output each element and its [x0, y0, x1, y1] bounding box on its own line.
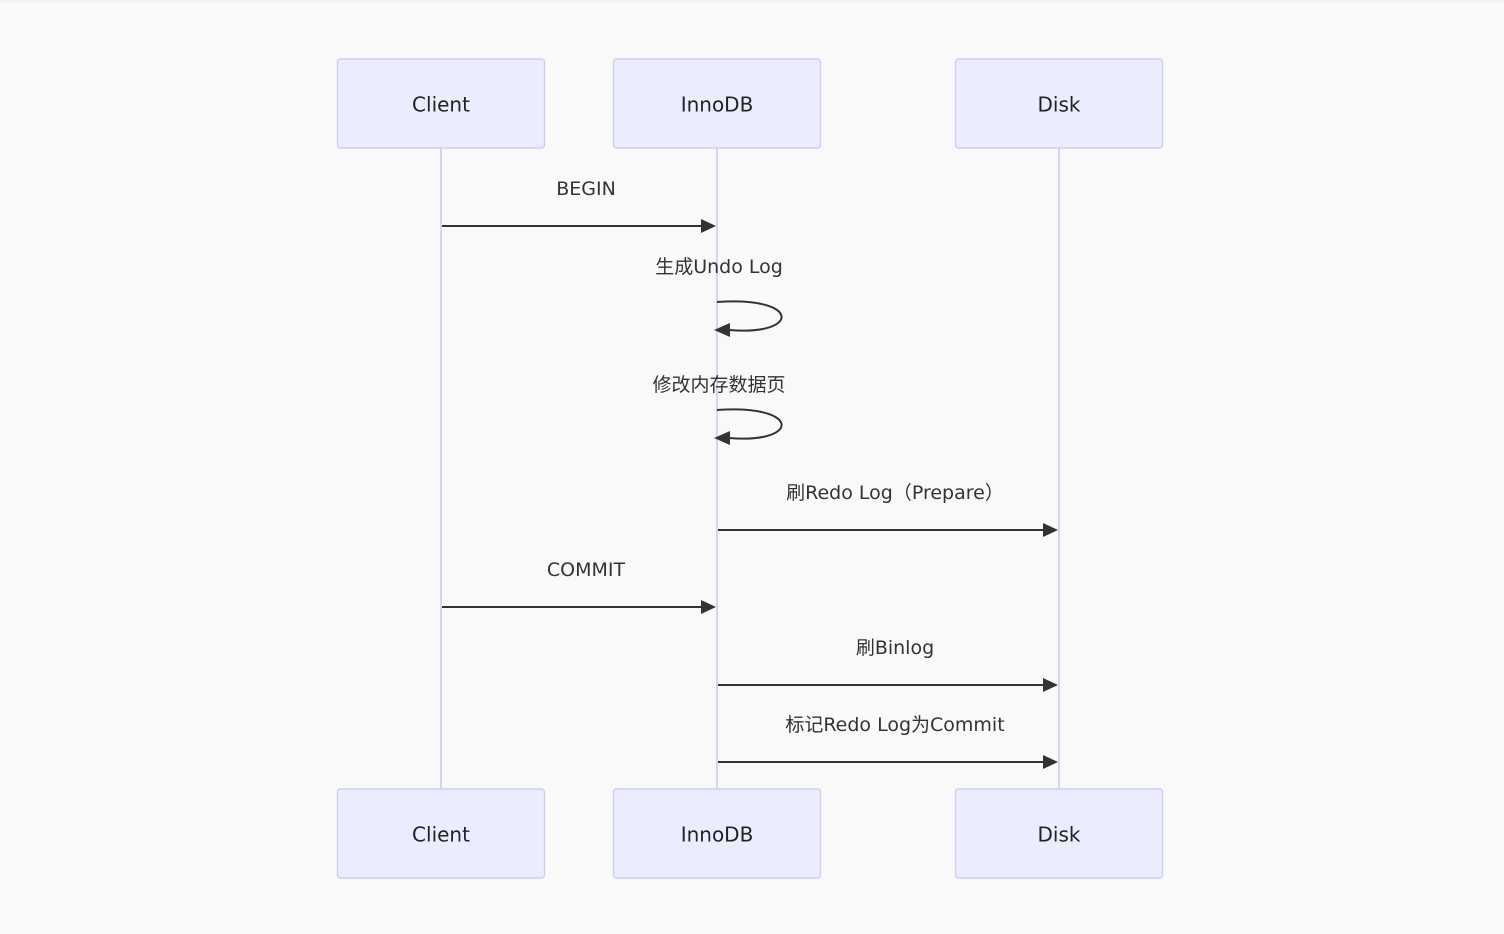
arrowhead — [1043, 523, 1058, 537]
actor-client-top: Client — [336, 58, 546, 149]
actor-box — [336, 788, 546, 879]
message-6: 刷Binlog — [718, 637, 1058, 692]
actor-label: InnoDB — [681, 823, 754, 847]
actor-client-bottom: Client — [336, 788, 546, 879]
arrowhead — [1043, 755, 1058, 769]
actor-label: InnoDB — [681, 93, 754, 117]
actor-label: Disk — [1038, 823, 1081, 847]
message-label: 修改内存数据页 — [652, 374, 785, 396]
actor-innodb-top: InnoDB — [612, 58, 822, 149]
actor-disk-bottom: Disk — [954, 788, 1164, 879]
message-4: 刷Redo Log（Prepare） — [718, 482, 1058, 537]
actor-label: Disk — [1038, 93, 1081, 117]
actor-box — [336, 58, 546, 149]
message-7: 标记Redo Log为Commit — [718, 714, 1058, 769]
message-3: 修改内存数据页 — [652, 374, 786, 445]
message-label: 生成Undo Log — [655, 256, 783, 278]
arrowhead — [714, 431, 730, 445]
self-message-arrow — [716, 408, 783, 440]
message-label: BEGIN — [556, 178, 616, 200]
actor-box — [954, 58, 1164, 149]
actor-innodb-bottom: InnoDB — [612, 788, 822, 879]
top-edge — [0, 0, 1504, 2]
message-5: COMMIT — [442, 559, 716, 614]
actor-label: Client — [412, 823, 470, 847]
message-label: 刷Binlog — [856, 637, 934, 659]
actor-box — [954, 788, 1164, 879]
actor-box — [612, 788, 822, 879]
message-2: 生成Undo Log — [655, 256, 783, 337]
message-label: 标记Redo Log为Commit — [785, 714, 1004, 736]
message-label: 刷Redo Log（Prepare） — [786, 482, 1004, 504]
arrowhead — [1043, 678, 1058, 692]
arrowhead — [714, 323, 730, 337]
actor-box — [612, 58, 822, 149]
arrowhead — [701, 219, 716, 233]
message-1: BEGIN — [442, 178, 716, 233]
arrowhead — [701, 600, 716, 614]
message-label: COMMIT — [547, 559, 626, 581]
actor-disk-top: Disk — [954, 58, 1164, 149]
self-message-arrow — [716, 300, 783, 332]
actor-label: Client — [412, 93, 470, 117]
